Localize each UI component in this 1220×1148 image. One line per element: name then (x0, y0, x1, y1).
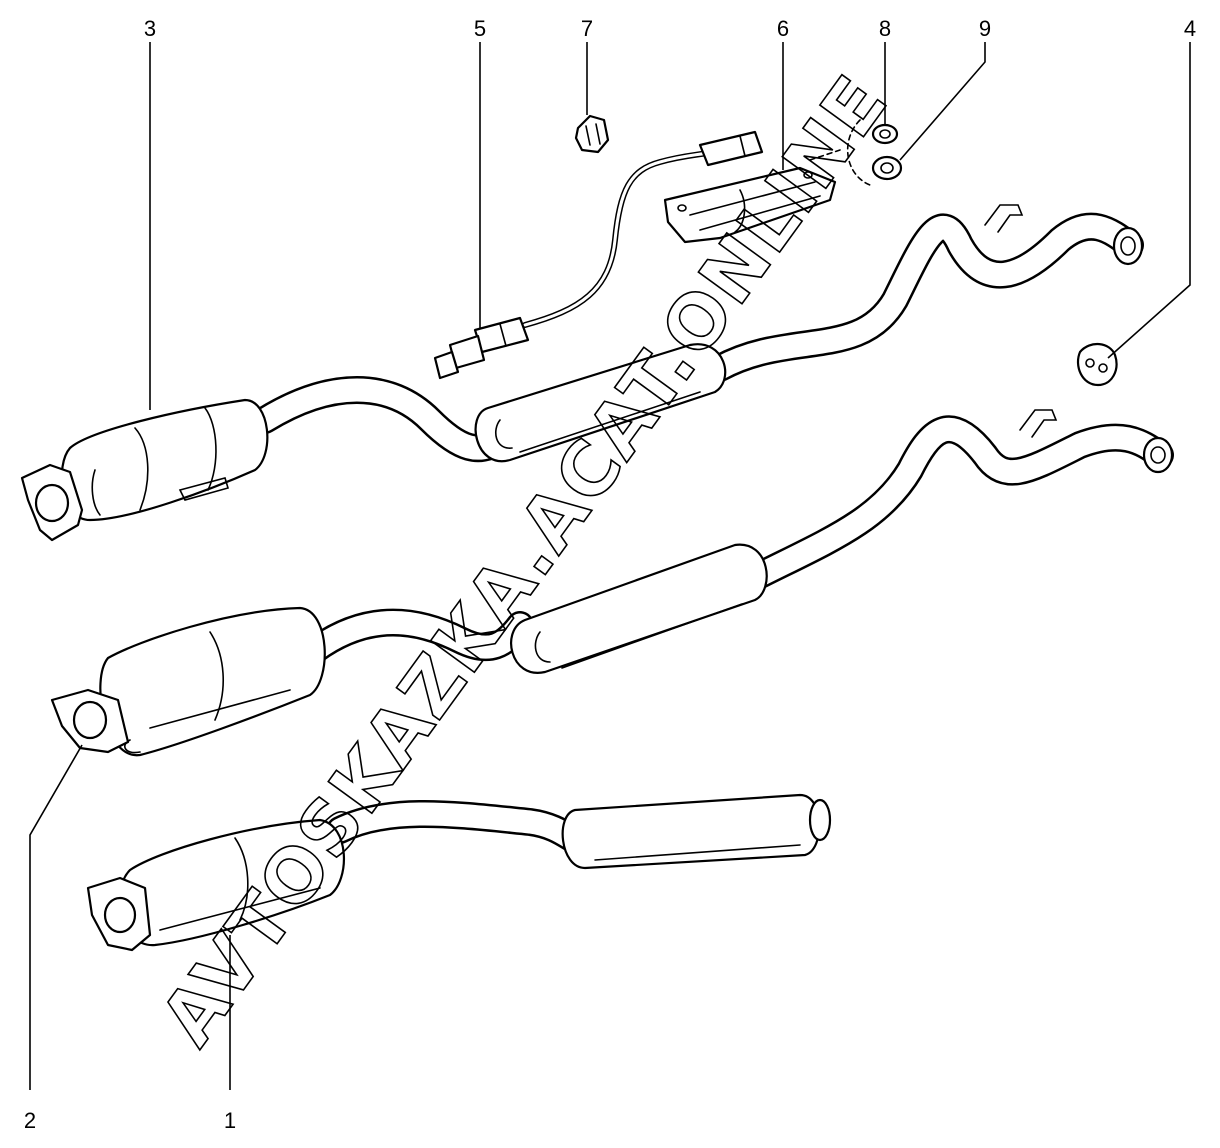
callout-1: 1 (224, 1108, 236, 1133)
callout-6: 6 (777, 16, 789, 41)
callout-7: 7 (581, 16, 593, 41)
heat-shield (663, 149, 841, 244)
callout-2: 2 (24, 1108, 36, 1133)
nut (871, 123, 899, 145)
exhaust-assembly-lower (86, 793, 832, 952)
oxygen-sensor (433, 130, 764, 380)
leader-lines (29, 42, 1191, 1090)
callout-3: 3 (144, 16, 156, 41)
callout-labels: 1 2 3 4 5 6 7 8 9 (24, 16, 1196, 1133)
leader-2 (29, 744, 83, 1090)
leader-4 (1107, 42, 1191, 359)
washer (846, 119, 903, 186)
callout-4: 4 (1184, 16, 1196, 41)
exhaust-assembly-middle (50, 409, 1174, 757)
rubber-hanger (1076, 343, 1118, 387)
exhaust-assembly-upper (20, 204, 1144, 542)
callout-5: 5 (474, 16, 486, 41)
clip (574, 114, 610, 154)
callout-8: 8 (879, 16, 891, 41)
leader-9 (899, 42, 986, 161)
callout-9: 9 (979, 16, 991, 41)
